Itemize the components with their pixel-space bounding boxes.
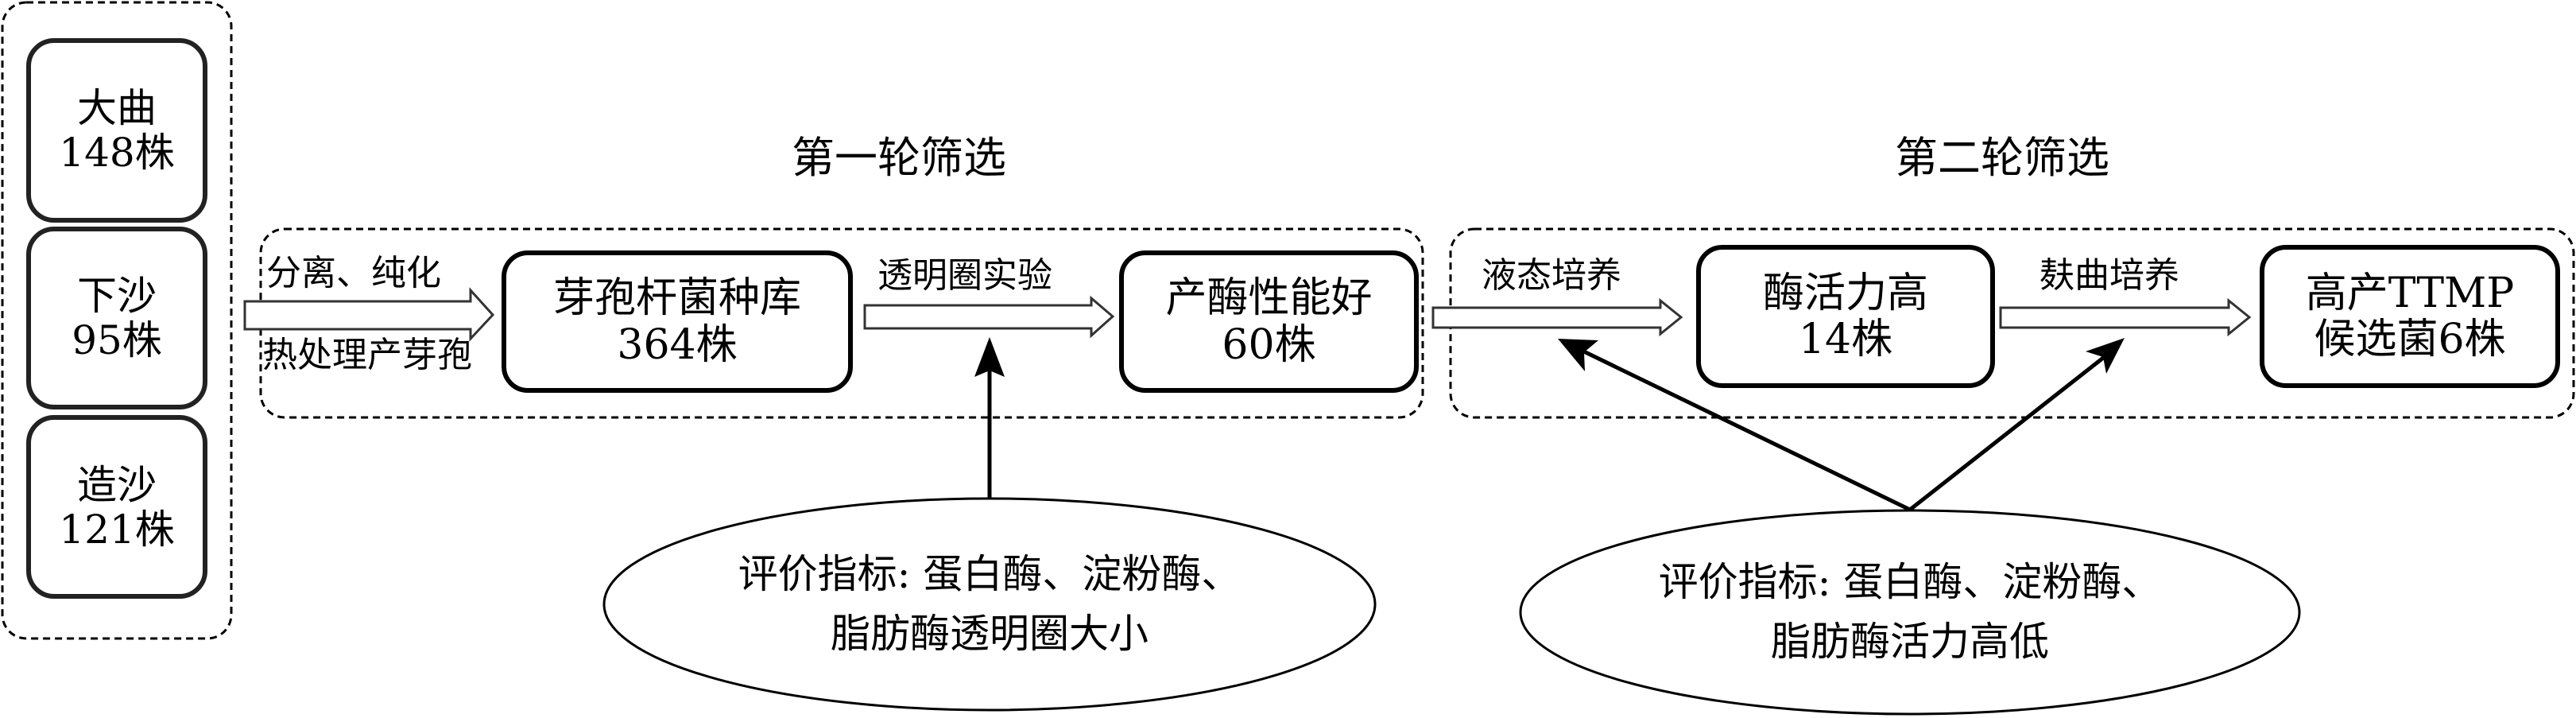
node-title: 芽孢杆菌种库 (552, 274, 801, 323)
pointer-arrow-liquid (1566, 341, 1912, 512)
arrow-liquid-culture (1431, 297, 1683, 337)
source-name: 造沙 (77, 461, 157, 508)
node-title: 产酶性能好 (1165, 274, 1373, 323)
source-box-xiasha (26, 227, 207, 409)
node-count: 候选菌6株 (2314, 316, 2506, 363)
source-name: 大曲 (77, 85, 157, 131)
edge-label-bran-culture: 麸曲培养 (2039, 255, 2179, 296)
arrow-isolate (243, 287, 495, 342)
node-ttmp-candidates: 高产TTMP 候选菌6株 (2262, 247, 2558, 386)
node-title: 酶活力高 (1762, 269, 1928, 317)
source-name: 下沙 (77, 273, 157, 319)
criteria-line2: 脂肪酶透明圈大小 (831, 611, 1149, 657)
node-count: 14株 (1798, 316, 1893, 363)
source-box-daqu (26, 38, 207, 223)
criteria-ellipse-2 (1519, 509, 2301, 716)
edge-label-heat-treatment: 热处理产芽孢 (262, 335, 472, 375)
node-count: 364株 (617, 320, 738, 369)
source-box-zaosha (26, 415, 207, 599)
edge-label-liquid-culture: 液态培养 (1482, 255, 1621, 296)
edge-label-isolate-purify: 分离、纯化 (266, 253, 441, 293)
node-count: 60株 (1222, 320, 1316, 369)
edge-label-clear-zone: 透明圈实验 (877, 255, 1052, 296)
stage1-title: 第一轮筛选 (792, 133, 1006, 183)
source-panel (1, 1, 233, 640)
criteria-text-1: 评价指标: 蛋白酶、淀粉酶、 脂肪酶透明圈大小 (604, 499, 1375, 710)
node-bacillus-library: 芽孢杆菌种库 364株 (504, 253, 850, 390)
arrow-bran-culture (1999, 297, 2252, 337)
pointer-arrow-bran (1908, 345, 2119, 511)
source-daqu: 大曲 148株 (29, 41, 205, 220)
source-count: 95株 (72, 317, 162, 363)
source-count: 148株 (59, 130, 175, 176)
node-box-ttmp-candidates (2260, 245, 2560, 388)
node-high-activity: 酶活力高 14株 (1699, 247, 1993, 386)
node-title: 高产TTMP (2305, 269, 2515, 317)
arrow-clear-zone (863, 295, 1115, 339)
pointer-arrowhead-liquid (1558, 339, 1598, 371)
pointer-arrowhead-bran (2086, 338, 2125, 374)
pointer-arrowhead-stage1 (974, 337, 1005, 377)
node-box-good-enzyme (1119, 250, 1419, 393)
source-xiasha: 下沙 95株 (29, 229, 205, 407)
stage2-title: 第二轮筛选 (1895, 133, 2109, 183)
criteria-line1: 评价指标: 蛋白酶、淀粉酶、 (1658, 559, 2162, 605)
criteria-line2: 脂肪酶活力高低 (1771, 619, 2049, 665)
source-zaosha: 造沙 121株 (29, 417, 205, 596)
node-box-bacillus-library (502, 250, 853, 393)
criteria-line1: 评价指标: 蛋白酶、淀粉酶、 (738, 551, 1242, 597)
source-count: 121株 (59, 506, 175, 553)
criteria-text-2: 评价指标: 蛋白酶、淀粉酶、 脂肪酶活力高低 (1520, 510, 2299, 714)
node-box-high-activity (1696, 245, 1995, 388)
node-good-enzyme: 产酶性能好 60株 (1121, 253, 1416, 390)
